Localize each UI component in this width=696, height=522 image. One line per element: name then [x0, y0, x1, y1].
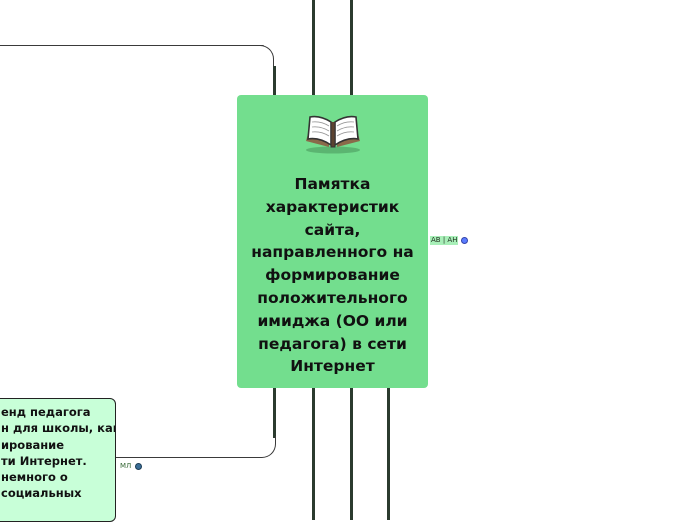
connector-bottom-2: [350, 388, 353, 520]
subtopic-text: енд педагога н для школы, как ирование т…: [0, 404, 116, 502]
branch-bracket-corner-bottom: [252, 436, 276, 458]
subtopic-text-line: ирование: [1, 437, 65, 452]
central-title-line: сайта,: [304, 220, 361, 239]
subtopic-text-line: социальных: [1, 486, 82, 501]
branch-bracket-side-upper: [273, 66, 276, 95]
connector-bottom-1: [312, 388, 315, 520]
branch-bracket-side-lower: [273, 388, 276, 438]
central-title-line: имиджа (ОО или: [257, 311, 408, 330]
subtopic-text-line: н для школы, как: [1, 421, 116, 436]
connector-top-right: [350, 0, 353, 95]
author-avatar-icon: [135, 463, 143, 470]
branch-bracket-top: [0, 45, 264, 46]
central-title-line: положительного: [257, 288, 408, 307]
author-tag-label: АВ | АН: [430, 236, 459, 245]
central-topic-node[interactable]: Памятка характеристик сайта, направленно…: [237, 95, 428, 388]
author-tag-right[interactable]: АВ | АН: [428, 236, 470, 245]
subtopic-text-line: ти Интернет.: [1, 453, 87, 468]
central-topic-title: Памятка характеристик сайта, направленно…: [250, 173, 415, 378]
central-title-line: Интернет: [290, 357, 375, 376]
central-title-line: педагога) в сети: [258, 334, 407, 353]
central-title-line: направленного на: [251, 243, 414, 262]
author-tag-left[interactable]: МЛ: [117, 462, 144, 471]
subtopic-node[interactable]: енд педагога н для школы, как ирование т…: [0, 398, 116, 522]
open-book-icon: [302, 113, 364, 159]
subtopic-text-line: немного о: [1, 470, 68, 485]
connector-top-left: [312, 0, 315, 95]
connector-bottom-3: [387, 388, 390, 520]
central-title-line: формирование: [265, 266, 400, 285]
branch-bracket-bottom: [116, 457, 256, 458]
author-dot-icon: [461, 237, 469, 244]
author-tag-label: МЛ: [120, 462, 132, 470]
central-title-line: Памятка: [294, 175, 371, 193]
central-title-line: характеристик: [265, 197, 400, 216]
branch-bracket-corner-top: [252, 45, 274, 67]
subtopic-text-line: енд педагога: [1, 405, 91, 419]
